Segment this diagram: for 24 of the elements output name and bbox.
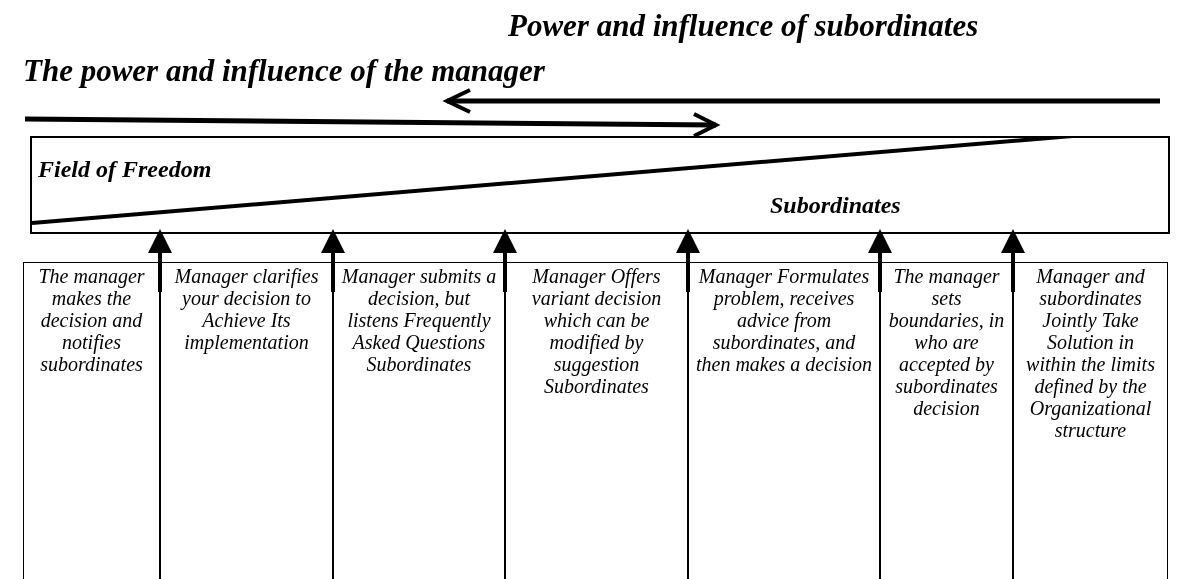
table-column [1013, 262, 1168, 579]
column-text: Manager clarifies your decision to Achieve Its implementation [173, 265, 320, 353]
column-text: Manager Offers variant decision which can be modified by suggestion Subordinates [530, 265, 663, 397]
arrow [321, 229, 345, 292]
column-text: Manager submits a decision, but listens Frequently Asked Questions Subordinates [340, 265, 498, 375]
field-label: Field of Freedom [38, 156, 212, 183]
column-text: The manager makes the decision and notifies subordinates [37, 265, 146, 375]
arrow [676, 229, 700, 292]
heading-text: The power and influence of the manager [23, 53, 545, 89]
column-text: Manager Formulates problem, receives advice from subordinates, and then makes a decision [695, 265, 873, 375]
table-column [333, 262, 505, 579]
arrow [1001, 229, 1025, 292]
arrow [493, 229, 517, 292]
table-column [880, 262, 1013, 579]
table-column [23, 262, 160, 579]
heading-text: Power and influence of subordinates [508, 8, 979, 44]
column-text: The manager sets boundaries, in who are accepted by subordinates decision [887, 265, 1006, 419]
table-column [160, 262, 333, 579]
arrow [868, 229, 892, 292]
arrow [148, 229, 172, 292]
table-column [688, 262, 880, 579]
field-label: Subordinates [770, 192, 901, 219]
table-column [505, 262, 688, 579]
column-text: Manager and subordinates Jointly Take Solution in within the limits defined by the Organizational structure [1025, 265, 1156, 441]
